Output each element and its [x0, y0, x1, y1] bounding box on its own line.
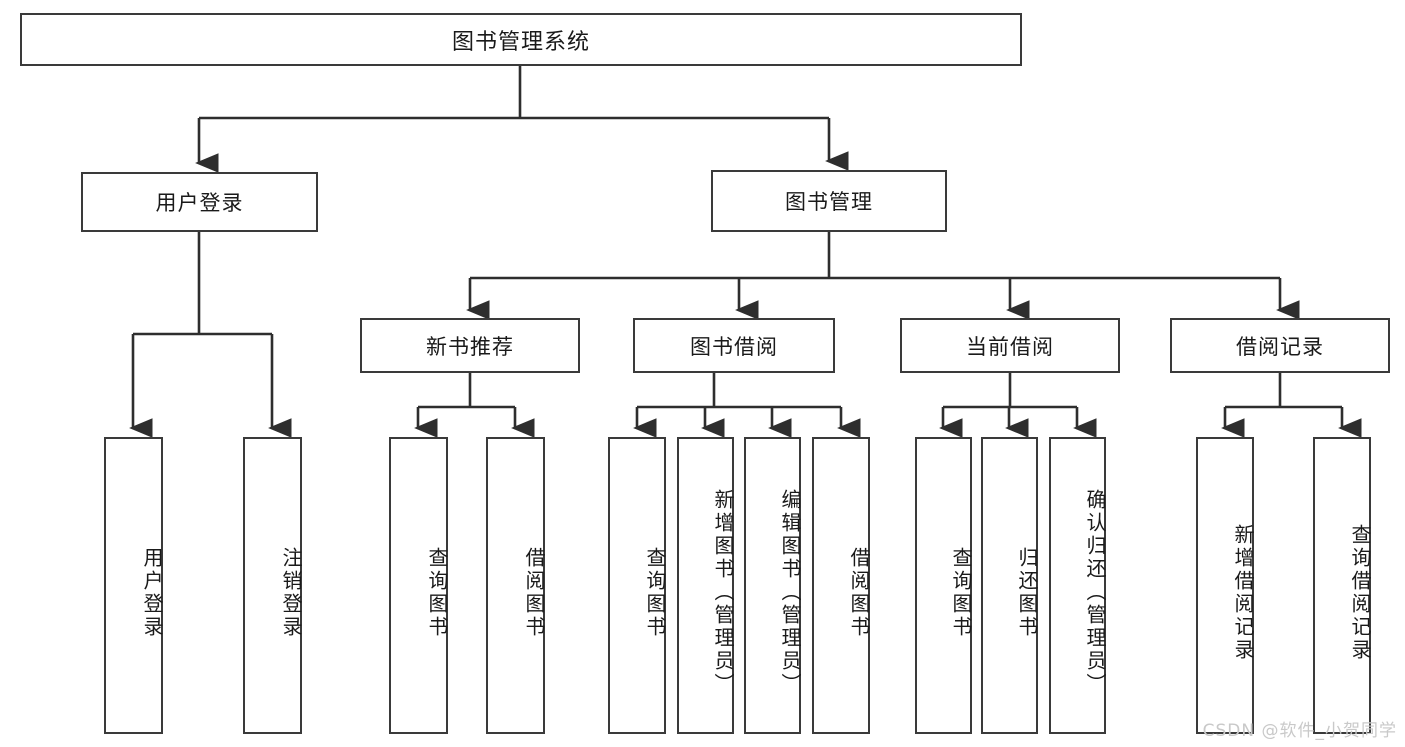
- node-book-manage[interactable]: 图书管理: [711, 170, 947, 232]
- csdn-watermark: CSDN @软件_小贺同学: [1202, 721, 1397, 741]
- leaf-query-book-3[interactable]: 查询图书: [915, 437, 972, 734]
- node-root-system[interactable]: 图书管理系统: [20, 13, 1022, 66]
- leaf-add-borrow-record[interactable]: 新增借阅记录: [1196, 437, 1254, 734]
- node-user-login[interactable]: 用户登录: [81, 172, 318, 232]
- leaf-return-book[interactable]: 归还图书: [981, 437, 1038, 734]
- leaf-logout[interactable]: 注销登录: [243, 437, 302, 734]
- leaf-query-book-1[interactable]: 查询图书: [389, 437, 448, 734]
- node-book-borrow[interactable]: 图书借阅: [633, 318, 835, 373]
- leaf-borrow-book-2[interactable]: 借阅图书: [812, 437, 870, 734]
- leaf-query-borrow-record[interactable]: 查询借阅记录: [1313, 437, 1371, 734]
- leaf-user-login[interactable]: 用户登录: [104, 437, 163, 734]
- leaf-add-book-admin[interactable]: 新增图书（管理员）: [677, 437, 734, 734]
- leaf-borrow-book-1[interactable]: 借阅图书: [486, 437, 545, 734]
- node-new-book-recommend[interactable]: 新书推荐: [360, 318, 580, 373]
- leaf-edit-book-admin[interactable]: 编辑图书（管理员）: [744, 437, 801, 734]
- leaf-confirm-return-admin[interactable]: 确认归还（管理员）: [1049, 437, 1106, 734]
- node-current-borrow[interactable]: 当前借阅: [900, 318, 1120, 373]
- node-borrow-record[interactable]: 借阅记录: [1170, 318, 1390, 373]
- leaf-query-book-2[interactable]: 查询图书: [608, 437, 666, 734]
